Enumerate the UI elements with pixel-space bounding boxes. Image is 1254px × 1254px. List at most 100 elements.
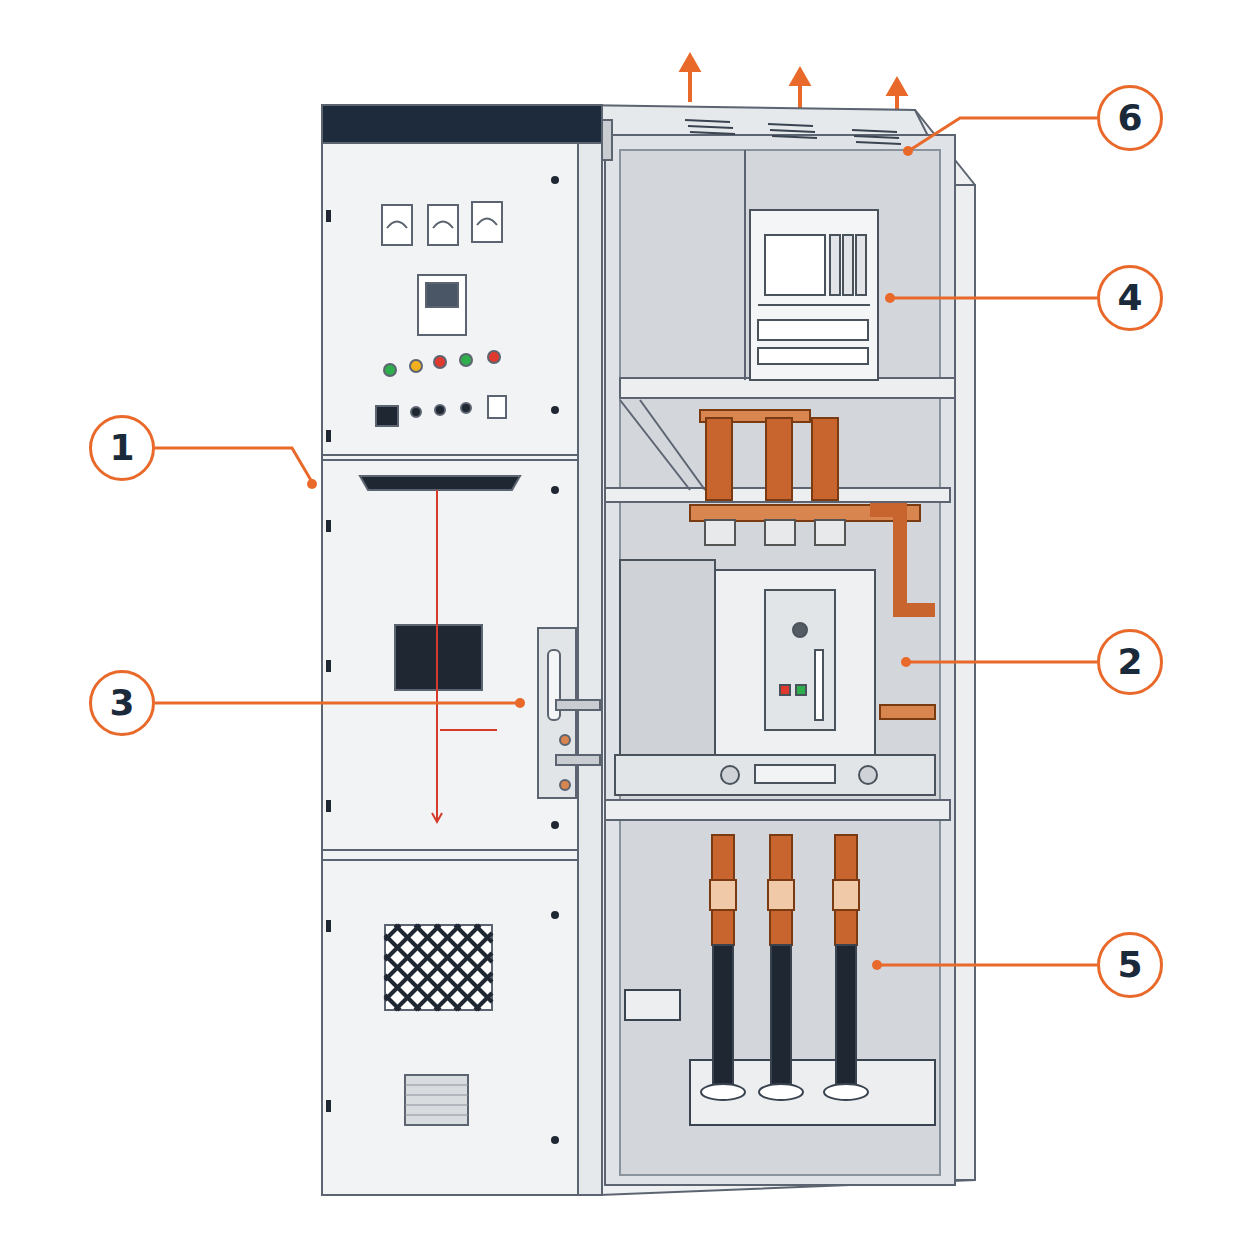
cabinet-frame-part-part [854,136,899,138]
circuit-breaker-part [755,765,835,783]
front-panel-part-part [385,975,420,1010]
front-panel-part-part [455,925,492,962]
busbar-bushings-part [766,418,792,500]
cabinet-frame-part [620,400,690,490]
front-panel-part [436,490,438,820]
cabinet-frame-part [640,400,705,490]
cabinet-frame-part [600,108,975,1195]
callout-circle: 6 [1097,85,1163,151]
busbar-bushings-part [765,520,795,545]
cable-compartment-part-part [836,945,856,1085]
leader-dots-part [872,960,882,970]
front-panel-part-part [405,1105,468,1106]
front-panel-part-part [551,911,559,919]
front-panel-part-part [551,176,559,184]
cabinet-frame-part-part [856,142,901,144]
cabinet-frame-part [744,150,746,380]
leader-lines-part [155,448,312,482]
front-panel-part [556,755,600,765]
front-panel-part-part [415,925,492,1002]
circuit-breaker-part [796,685,806,695]
front-panel-part-part [385,935,460,1010]
front-panel-part-part [385,995,400,1010]
cabinet-frame-part-part [690,132,735,134]
front-panel-part-part [435,953,492,1010]
front-panel-part [560,780,570,790]
front-panel-part [411,407,421,417]
cabinet-frame-part [685,120,901,144]
busbar-bushings-part [705,520,735,545]
front-panel-part [382,205,412,245]
front-panel-part [410,360,422,372]
front-panel-part [385,925,492,1010]
front-panel-part [322,859,578,861]
cabinet-frame-part-part [685,120,730,122]
cable-compartment-part [625,990,680,1020]
circuit-breaker-part [620,560,715,755]
leader-dots-part [307,479,317,489]
front-panel-part [578,105,602,1195]
front-panel-part [322,454,578,456]
front-panel-part-part [326,660,331,672]
leader-lines [155,118,1097,965]
front-panel-part [322,849,578,851]
front-panel-part [384,364,396,376]
front-panel-part-part [326,800,331,812]
front-panel-part [560,735,570,745]
front-panel-part-part [435,925,492,982]
cabinet-frame-part [605,135,955,1185]
front-panel-part-part [475,925,492,942]
callout-number: 5 [1117,947,1142,983]
front-panel-part [405,1075,468,1125]
relay-panel [750,210,878,380]
callout-circle: 2 [1097,629,1163,695]
circuit-breaker-part [721,766,739,784]
leader-dots-part [885,293,895,303]
front-panel-part-part [551,1136,559,1144]
circuit-breaker-part [793,623,807,637]
cabinet-frame-part-part [768,124,813,126]
front-panel-part [426,283,458,307]
cable-compartment-part-part [713,945,733,1085]
front-panel-part-part [551,406,559,414]
callout-number: 4 [1117,280,1142,316]
front-panel-part [435,405,445,415]
circuit-breaker-part [615,755,935,795]
relay-panel-part [758,348,868,364]
front-panel-part [433,222,453,229]
cabinet-frame-part [605,800,950,820]
callout-circle: 5 [1097,932,1163,998]
front-panel-part-part [405,1095,468,1096]
front-panel-part [440,729,497,731]
cabinet-frame-part [620,150,940,1175]
front-panel-part [538,628,576,798]
circuit-breaker-part [780,685,790,695]
vent-arrows-part [792,70,808,84]
cable-compartment-part-part [701,1084,745,1100]
relay-panel-part [830,235,840,295]
front-panel-part [376,406,398,426]
front-panel-part-part [405,1115,468,1116]
circuit-breaker-part [765,590,835,730]
cable-compartment-part-part [710,880,736,910]
front-panel-part-part [326,430,331,442]
relay-panel-part [856,235,866,295]
leader-dots [307,146,913,970]
busbar-bushings-part [815,520,845,545]
front-panel-part [488,396,506,418]
callout-circle: 1 [89,415,155,481]
front-panel-part-part [326,920,331,932]
front-panel-part [387,222,407,229]
callout-number: 1 [109,430,134,466]
cabinet-frame-part-part [688,126,733,128]
cabinet-frame-part-part [852,130,897,132]
relay-panel-part [843,235,853,295]
front-panel-part [395,625,482,690]
front-panel-part [434,356,446,368]
front-panel-part [322,105,578,1195]
circuit-breaker-part [715,570,875,755]
leader-dots-part [903,146,913,156]
front-panel-part [322,459,578,461]
circuit-breaker [615,560,935,795]
